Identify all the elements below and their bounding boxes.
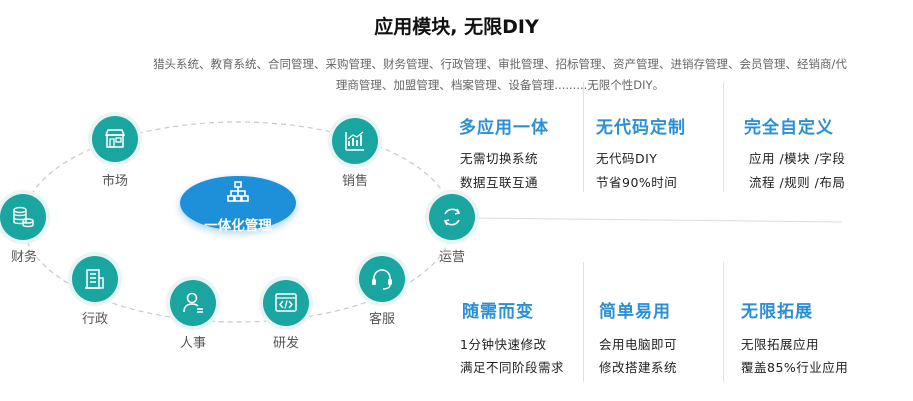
chart-icon [345, 131, 364, 151]
feature-line: 满足不同阶段需求 [460, 360, 565, 375]
org-chart-icon [227, 181, 249, 202]
node-market [92, 116, 138, 162]
feature-line: 覆盖85%行业应用 [741, 360, 849, 375]
node-label: 市场 [101, 174, 128, 189]
node-operation [429, 194, 475, 240]
feature-line: 应用 /模块 /字段 [749, 151, 846, 166]
feature-line: 会用电脑即可 [599, 337, 678, 352]
feature-title: 无代码定制 [596, 118, 686, 138]
node-label: 人事 [179, 336, 206, 351]
feature-title: 简单易用 [599, 302, 671, 322]
node-label: 研发 [272, 336, 299, 351]
code-window-icon [275, 293, 297, 312]
feature-line: 修改搭建系统 [599, 360, 678, 375]
divider [723, 82, 724, 192]
node-service [359, 256, 405, 302]
node-label: 财务 [10, 250, 37, 265]
headset-icon [372, 269, 392, 290]
divider [723, 262, 724, 382]
node-hr [170, 280, 216, 326]
divider [583, 82, 584, 192]
cycle-icon [443, 208, 461, 226]
feature-line: 无需切换系统 [460, 151, 539, 166]
node-label: 行政 [81, 312, 108, 327]
feature-title: 完全自定义 [744, 118, 834, 138]
person-icon [183, 292, 203, 313]
feature-line: 无代码DIY [596, 151, 658, 166]
feature-title: 随需而变 [462, 302, 534, 322]
building-icon [85, 269, 104, 289]
feature-line: 无限拓展应用 [741, 337, 820, 352]
feature-line: 流程 /规则 /布局 [749, 175, 846, 190]
feature-line: 数据互联互通 [460, 175, 539, 190]
node-label: 运营 [438, 250, 465, 265]
divider [583, 262, 584, 382]
feature-line: 1分钟快速修改 [460, 337, 547, 352]
module-list-text: 猎头系统、教育系统、合同管理、采购管理、财务管理、行政管理、审批管理、招标管理、… [153, 57, 847, 92]
feature-line: 节省90%时间 [596, 175, 678, 190]
feature-title: 无限拓展 [741, 302, 813, 322]
node-finance [0, 194, 46, 240]
node-label: 客服 [368, 312, 395, 327]
feature-title: 多应用一体 [459, 118, 549, 138]
node-label: 销售 [341, 174, 368, 189]
coins-icon [13, 206, 34, 228]
node-sales [332, 118, 378, 164]
node-admin [72, 256, 118, 302]
hub-label: 一体化管理 [204, 218, 272, 234]
store-icon [104, 129, 126, 148]
page-title: 应用模块, 无限DIY [374, 16, 539, 38]
node-rd [263, 280, 309, 326]
hub-ellipse [180, 176, 296, 230]
